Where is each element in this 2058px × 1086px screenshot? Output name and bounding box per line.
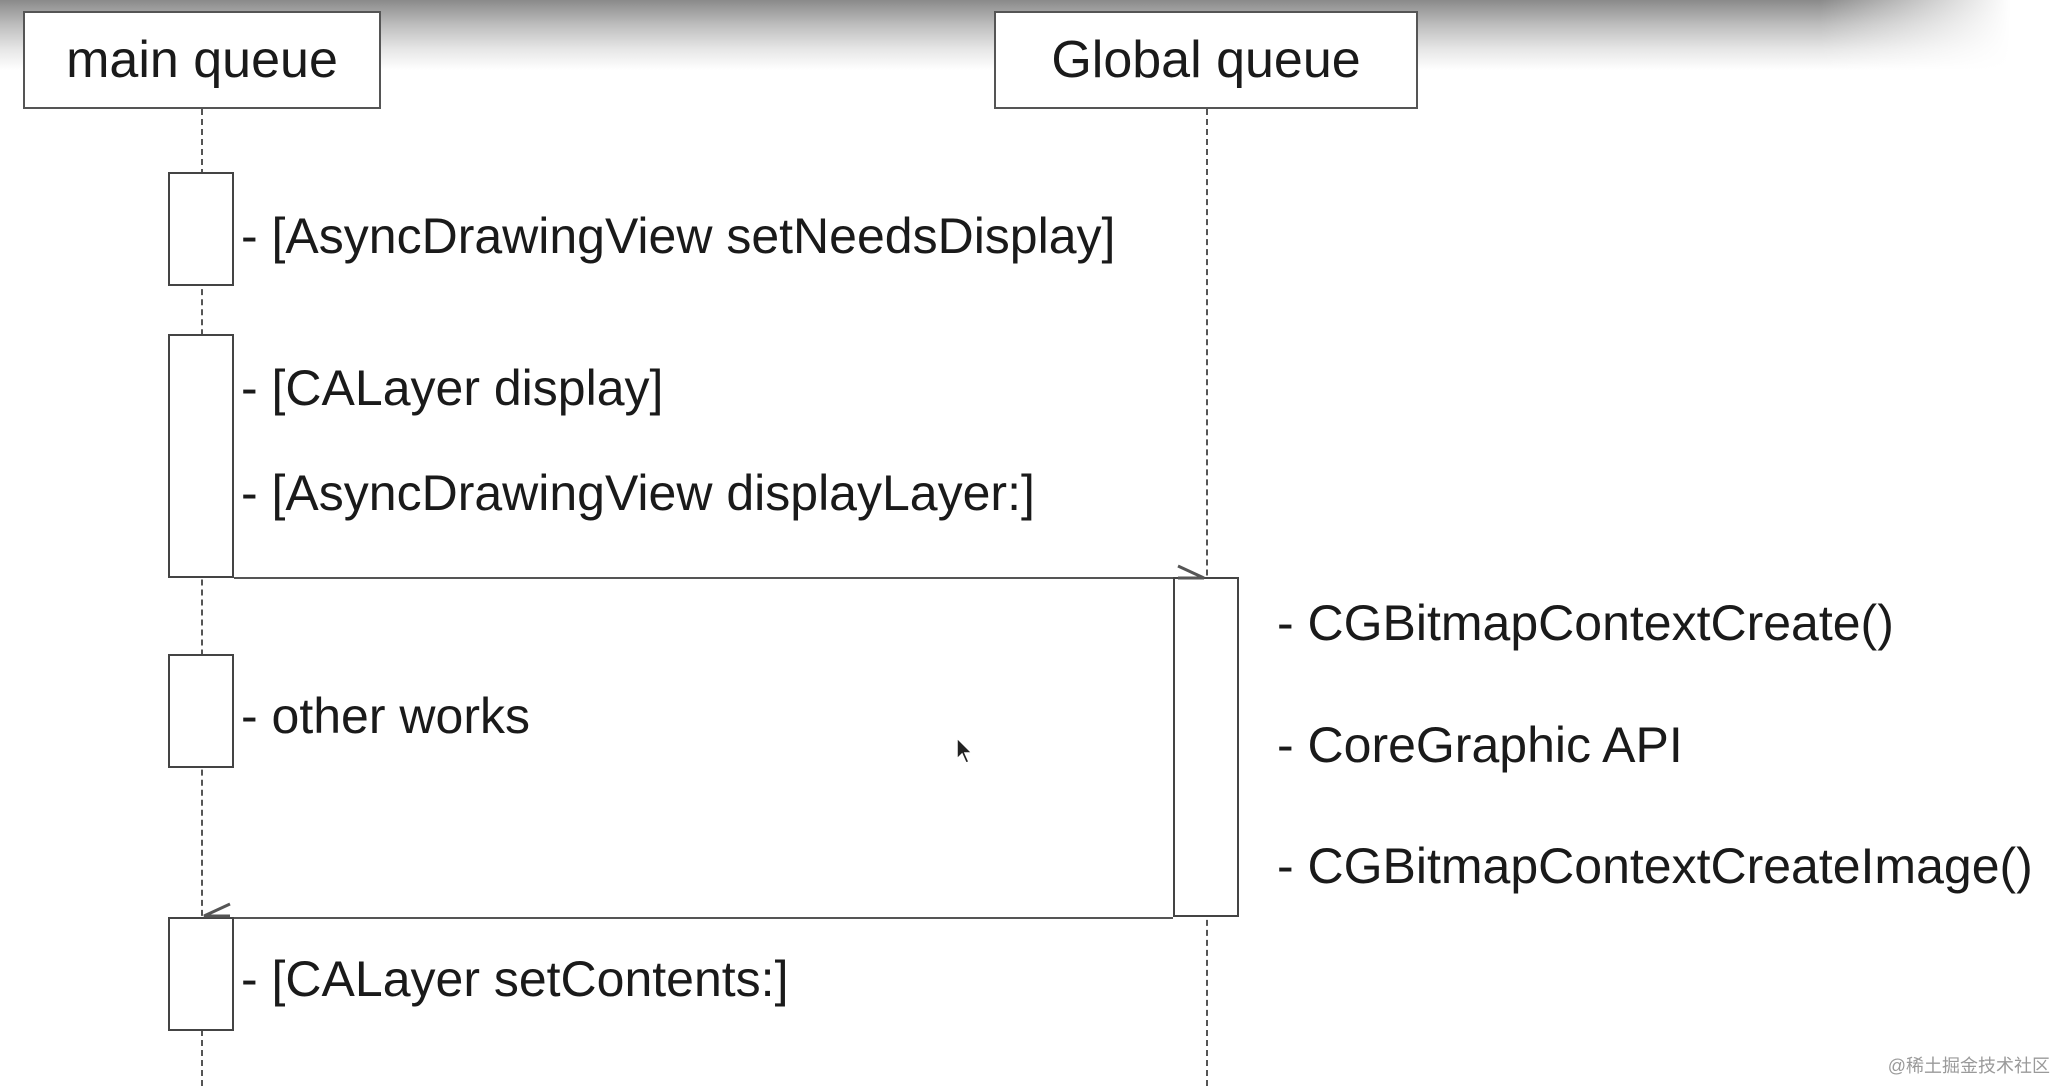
label-bitmap-context-create: - CGBitmapContextCreate() (1277, 595, 1894, 651)
activation-display (168, 334, 234, 578)
main-queue-header: main queue (23, 11, 381, 109)
activation-set-contents (168, 917, 234, 1031)
label-display-layer: - [AsyncDrawingView displayLayer:] (241, 465, 1035, 521)
label-bitmap-context-create-image: - CGBitmapContextCreateImage() (1277, 838, 2033, 894)
label-core-graphic-api: - CoreGraphic API (1277, 717, 1683, 773)
async-dispatch-arrowhead (1177, 564, 1205, 580)
main-queue-title: main queue (66, 31, 338, 89)
return-to-main-arrowhead (203, 902, 231, 918)
activation-other-works (168, 654, 234, 768)
activation-set-needs-display (168, 172, 234, 286)
label-other-works: - other works (241, 688, 530, 744)
label-set-contents: - [CALayer setContents:] (241, 951, 789, 1007)
watermark: @稀土掘金技术社区 (1887, 1056, 2050, 1076)
return-to-main-arrow (234, 917, 1173, 919)
global-queue-title: Global queue (1051, 31, 1361, 89)
top-shadow-fade (1820, 0, 2058, 80)
activation-global-drawing (1173, 577, 1239, 917)
main-queue-lifeline (201, 109, 203, 1086)
global-queue-header: Global queue (994, 11, 1418, 109)
label-calayer-display: - [CALayer display] (241, 360, 664, 416)
async-dispatch-arrow (234, 577, 1173, 579)
label-set-needs-display: - [AsyncDrawingView setNeedsDisplay] (241, 208, 1116, 264)
mouse-pointer-icon (956, 737, 974, 764)
